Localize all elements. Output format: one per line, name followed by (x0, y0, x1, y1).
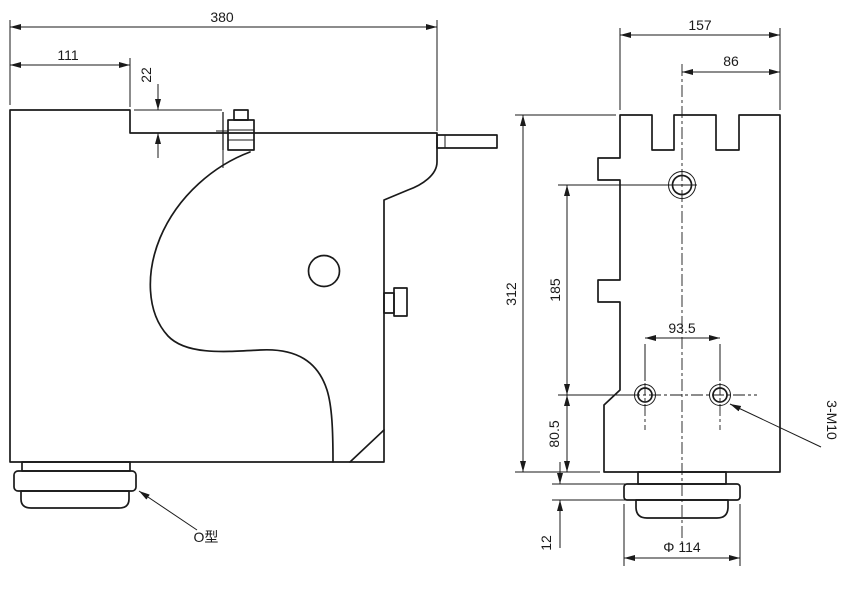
front-lower-hole-right (709, 384, 731, 406)
dim-front-hole-height: 185 (547, 184, 672, 396)
dim-text-12: 12 (538, 535, 554, 551)
dim-front-base-flange: 12 (538, 462, 634, 551)
dim-text-phi-114: Φ 114 (663, 539, 701, 555)
clamp-top-fitting (233, 109, 249, 121)
hole-outer (709, 384, 731, 406)
front-base-foot (623, 471, 741, 519)
dim-front-total-width: 157 (619, 17, 781, 110)
dim-front-hole-spacing: 93.5 (644, 320, 721, 381)
foot-lower (20, 490, 130, 509)
dim-text-157: 157 (688, 17, 712, 33)
label-thread: 3-M10 (824, 400, 840, 440)
dim-front-base-diameter: Φ 114 (623, 504, 741, 566)
side-needle-assembly (216, 109, 255, 168)
dim-text-111: 111 (57, 47, 78, 63)
side-chamfer-line (349, 429, 385, 463)
hole-inner (637, 387, 653, 403)
side-hole-circle (307, 254, 341, 288)
dim-side-left-width: 111 (10, 47, 131, 107)
bar-body (436, 134, 498, 149)
foot-disc (13, 470, 137, 492)
thread-callout: 3-M10 (729, 400, 840, 448)
knob-shaft (383, 292, 395, 314)
side-extension-bar (436, 134, 498, 149)
front-body-outline (597, 114, 781, 473)
base-type-callout: O型 (138, 490, 219, 545)
side-base-foot (13, 461, 137, 509)
leader-line (729, 403, 822, 448)
knob-cap (393, 287, 408, 317)
side-inner-contour (149, 151, 334, 463)
hole-inner (712, 387, 728, 403)
dim-front-center-to-edge: 86 (682, 53, 780, 75)
leader-line (138, 490, 198, 531)
dim-text-380: 380 (210, 9, 234, 25)
side-body-outline (9, 109, 438, 463)
side-knob (383, 287, 408, 317)
dim-text-80-5: 80.5 (546, 420, 562, 447)
dim-text-185: 185 (547, 278, 563, 302)
dim-text-312: 312 (503, 282, 519, 306)
dim-side-top-step: 22 (134, 67, 222, 158)
foot-lower (635, 499, 729, 519)
dim-text-93-5: 93.5 (668, 320, 695, 336)
foot-plate (21, 461, 131, 472)
side-view: 380 111 22 O型 (9, 9, 498, 545)
dim-text-22: 22 (138, 67, 154, 83)
dim-front-holes-to-bottom: 80.5 (546, 395, 570, 472)
front-view: 157 86 312 185 80.5 (503, 17, 840, 566)
label-base-type: O型 (194, 529, 219, 545)
needle-clamp-block (227, 119, 255, 151)
dim-text-86: 86 (723, 53, 739, 69)
dim-front-total-height: 312 (503, 114, 616, 473)
